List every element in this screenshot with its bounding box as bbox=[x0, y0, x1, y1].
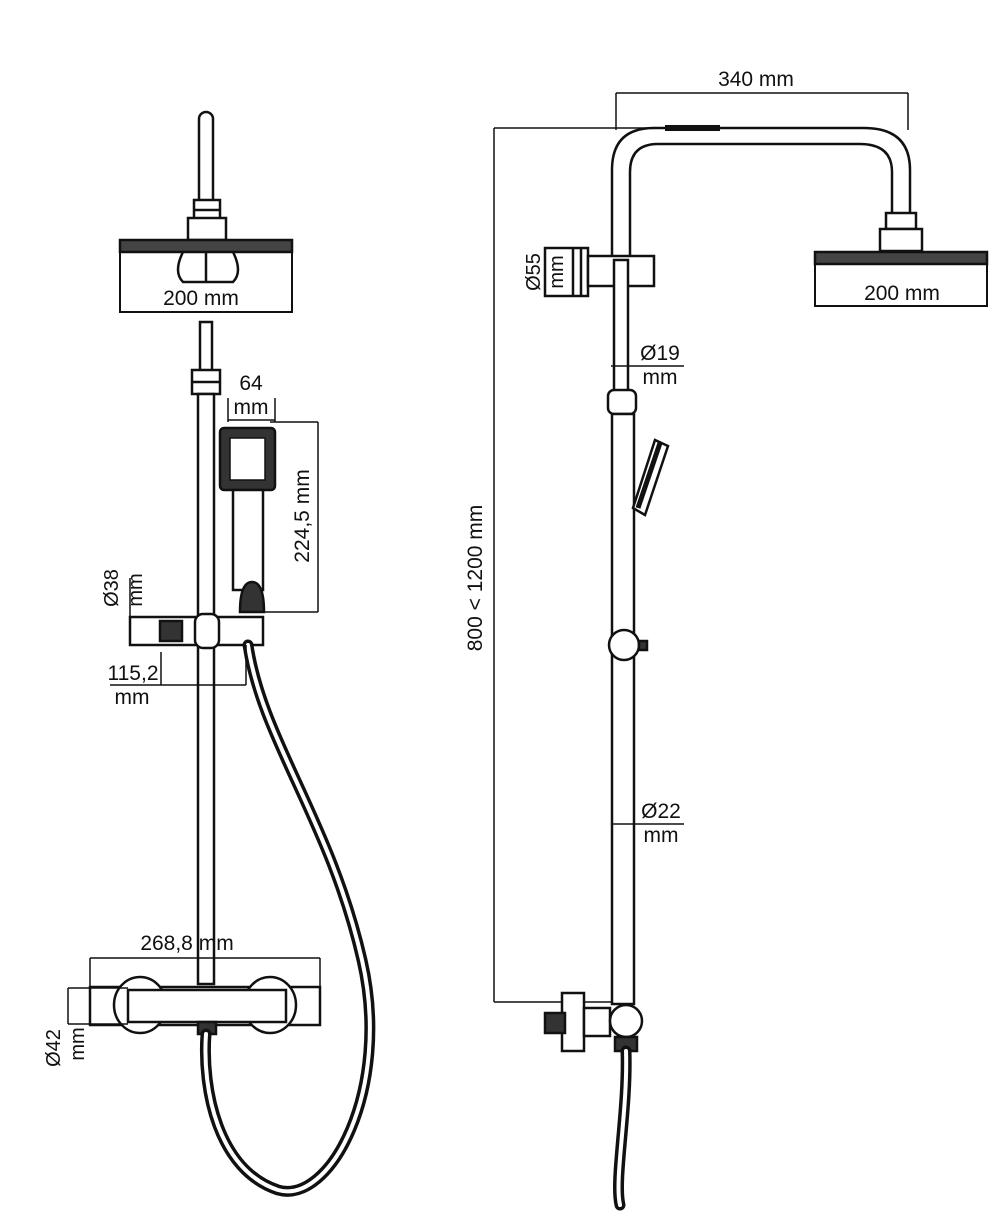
side-head-width-label: 200 mm bbox=[864, 282, 940, 305]
front-handset-width-unit: mm bbox=[234, 396, 269, 419]
front-holder-offset-value: 115,2 bbox=[108, 662, 159, 685]
side-shower-head bbox=[813, 250, 989, 266]
front-valve-width-label: 268,8 mm bbox=[140, 932, 233, 955]
side-height-range-label: 800 < 1200 mm bbox=[464, 505, 487, 652]
front-valve-diameter-value: Ø42 bbox=[43, 1029, 65, 1067]
front-view bbox=[88, 110, 376, 1197]
side-lower-pipe bbox=[610, 412, 636, 1006]
front-head-connector bbox=[186, 216, 228, 242]
side-head-connector bbox=[878, 227, 924, 253]
front-head-width-label: 200 mm bbox=[163, 287, 239, 310]
front-valve-diameter-unit: mm bbox=[67, 1027, 89, 1060]
side-overhead-arm bbox=[610, 126, 912, 260]
front-bar-diameter-value: Ø38 bbox=[101, 569, 123, 607]
front-hand-shower-handle bbox=[231, 488, 265, 592]
side-clamp-diameter-value: Ø55 bbox=[523, 253, 545, 291]
side-dimension-lines bbox=[493, 92, 909, 1003]
side-upper-pipe-value: Ø19 bbox=[640, 342, 680, 365]
side-collar bbox=[606, 388, 638, 416]
front-holder-offset-unit: mm bbox=[115, 686, 150, 709]
front-shower-head bbox=[118, 238, 294, 254]
front-shower-hose bbox=[199, 639, 376, 1197]
side-view bbox=[543, 125, 989, 1211]
side-lower-pipe-unit: mm bbox=[644, 824, 679, 847]
side-upper-pipe-unit: mm bbox=[643, 366, 678, 389]
front-handset-width-value: 64 bbox=[239, 372, 263, 395]
front-dimension-lines bbox=[67, 398, 321, 1025]
side-clamp-diameter-unit: mm bbox=[546, 255, 568, 288]
front-rail-upper bbox=[198, 320, 214, 374]
side-holder-knob bbox=[607, 628, 641, 662]
front-riser-top bbox=[197, 110, 215, 214]
side-head-dimension-box bbox=[814, 263, 988, 307]
side-valve-knob bbox=[608, 1003, 644, 1039]
side-upper-pipe bbox=[612, 258, 630, 394]
front-bar-diameter-unit: mm bbox=[125, 573, 147, 606]
front-slide-rail bbox=[196, 392, 216, 986]
side-arm-reach-label: 340 mm bbox=[718, 68, 794, 91]
side-lower-pipe-value: Ø22 bbox=[641, 800, 681, 823]
front-handset-length-label: 224,5 mm bbox=[291, 469, 314, 562]
